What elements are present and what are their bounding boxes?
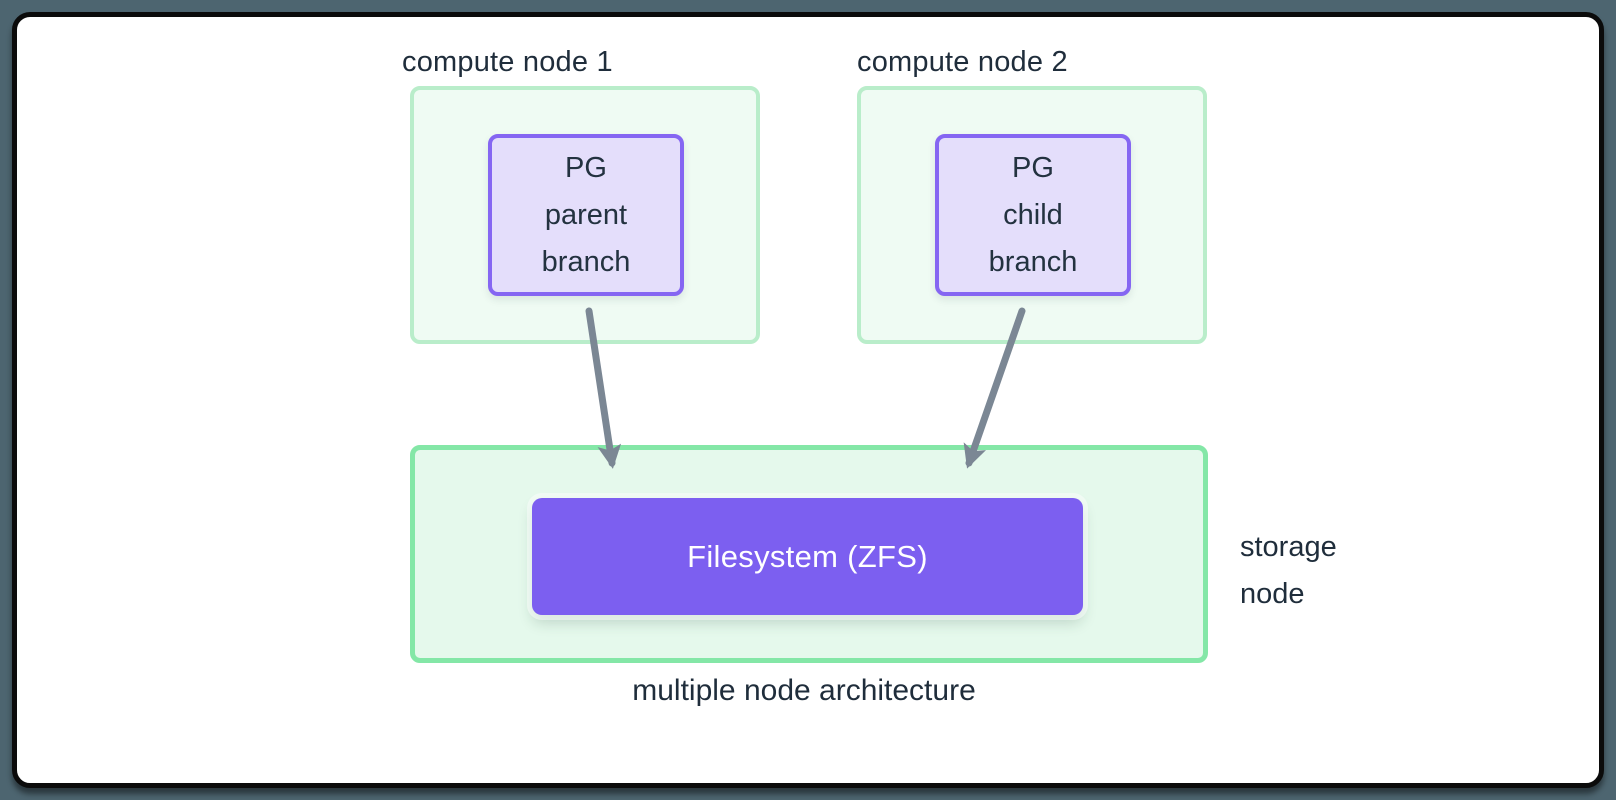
pg-parent-line-3: branch bbox=[541, 245, 631, 278]
pg-parent-line-2: parent bbox=[544, 198, 628, 231]
pg-parent-line-1: PG bbox=[565, 151, 607, 184]
storage-node-label-line-1: storage bbox=[1240, 531, 1337, 563]
compute-node-1-label: compute node 1 bbox=[402, 46, 613, 78]
filesystem-zfs-label: Filesystem (ZFS) bbox=[687, 538, 928, 574]
filesystem-zfs-box: Filesystem (ZFS) bbox=[532, 498, 1083, 615]
storage-node-label-line-2: node bbox=[1240, 578, 1305, 610]
pg-child-line-2: child bbox=[1003, 198, 1063, 231]
pg-child-line-1: PG bbox=[1012, 151, 1054, 184]
pg-parent-branch-box: PG parent branch bbox=[488, 134, 684, 296]
diagram-caption: multiple node architecture bbox=[632, 674, 976, 707]
diagram-card bbox=[12, 12, 1604, 788]
pg-child-branch-box: PG child branch bbox=[935, 134, 1131, 296]
pg-child-line-3: branch bbox=[988, 245, 1078, 278]
compute-node-2-label: compute node 2 bbox=[857, 46, 1068, 78]
storage-node-label: storage node bbox=[1240, 524, 1337, 618]
